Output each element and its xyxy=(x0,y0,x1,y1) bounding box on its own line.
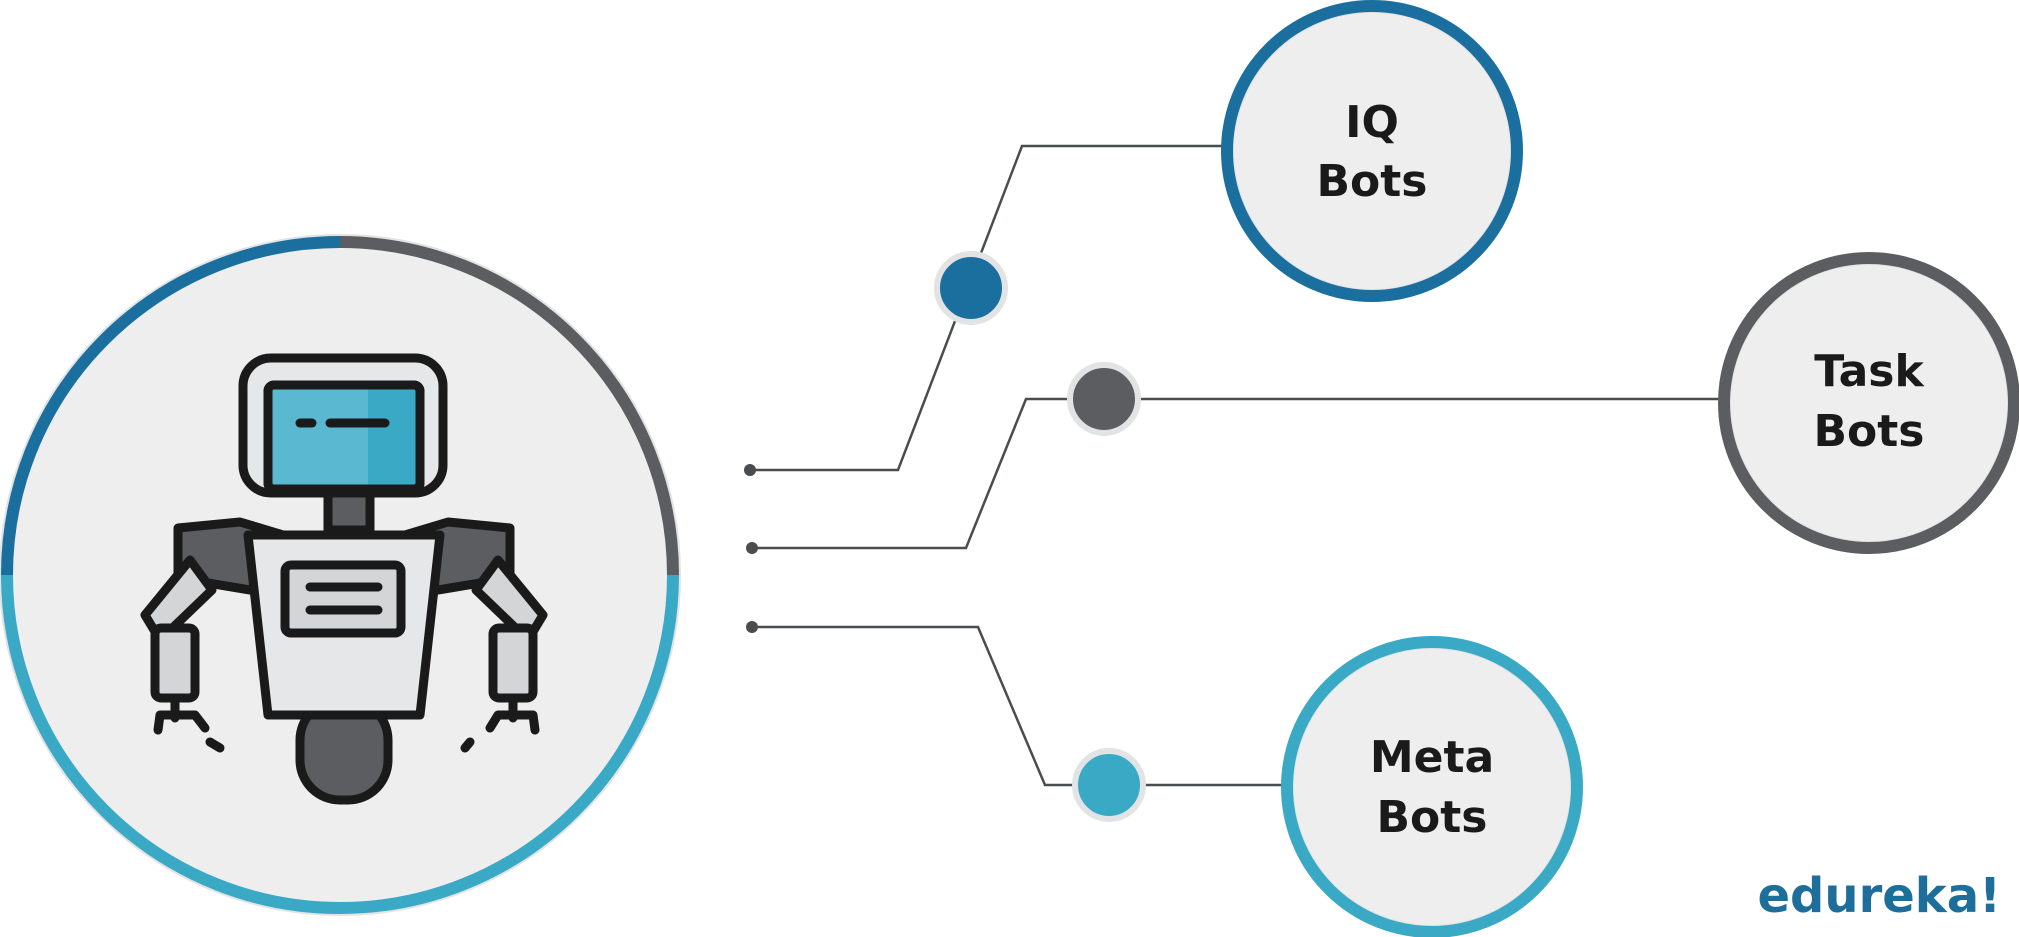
robot-hub xyxy=(0,234,681,916)
connector-start-dot-iq xyxy=(744,464,756,476)
node-task-ring xyxy=(1718,252,2019,554)
connector-start-dot-meta xyxy=(746,621,758,633)
node-task-label-line2: Bots xyxy=(1814,406,1925,457)
robot-icon xyxy=(140,353,548,805)
connectors xyxy=(750,144,1721,787)
hub-ring-gray xyxy=(339,236,679,576)
brand-logo: edureka! xyxy=(1757,868,2001,924)
connector-node-task xyxy=(1067,362,1141,436)
hub-ring-light-blue xyxy=(1,574,679,914)
node-iq-label-line1: IQ xyxy=(1345,97,1399,148)
node-iq-ring xyxy=(1221,0,1523,302)
connector-task xyxy=(752,397,1721,550)
connector-start-dot-task xyxy=(746,542,758,554)
node-meta-bots: Meta Bots xyxy=(1281,636,1583,937)
connector-node-iq xyxy=(934,251,1008,325)
node-task-label-line1: Task xyxy=(1814,346,1925,397)
node-meta-ring xyxy=(1281,636,1583,937)
node-iq-label-line2: Bots xyxy=(1317,156,1428,207)
node-meta-label-line2: Bots xyxy=(1377,792,1488,843)
connector-node-meta xyxy=(1072,748,1146,822)
node-iq-bots: IQ Bots xyxy=(1221,0,1523,302)
node-task-bots: Task Bots xyxy=(1718,252,2019,554)
node-meta-label-line1: Meta xyxy=(1370,732,1494,783)
connector-meta xyxy=(752,625,1290,787)
hub-ring-dark-blue xyxy=(1,236,341,576)
